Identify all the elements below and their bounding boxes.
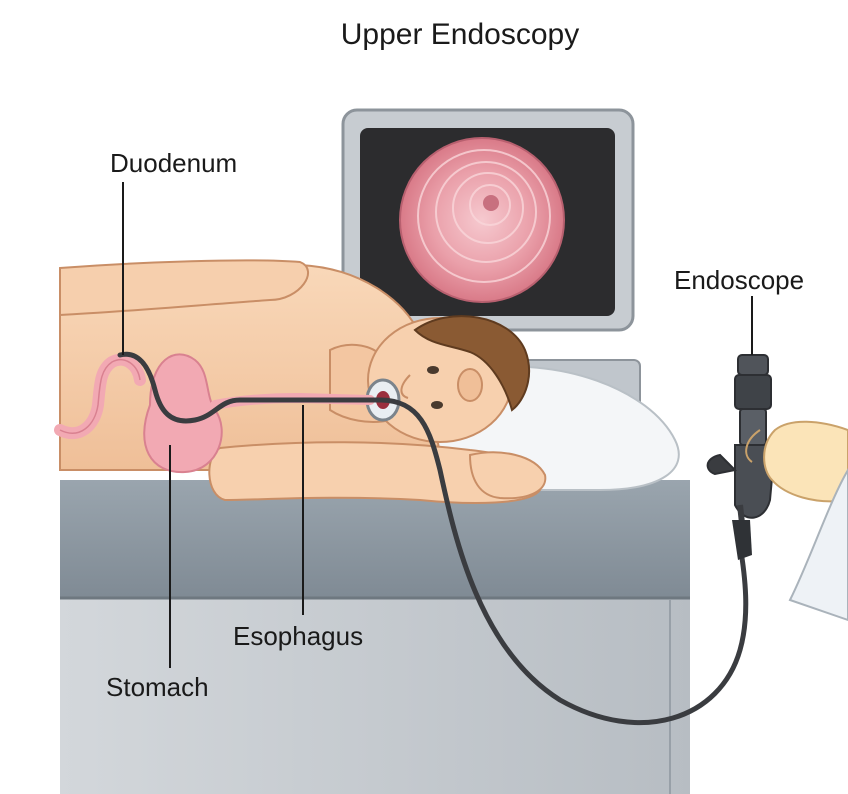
esophagus-label: Esophagus — [233, 621, 363, 651]
duodenum-label: Duodenum — [110, 148, 237, 178]
exam-table — [60, 480, 690, 794]
esophagus-lumen-view — [400, 138, 564, 302]
endoscope-label: Endoscope — [674, 265, 804, 295]
diagram-title: Upper Endoscopy — [341, 18, 579, 51]
stomach-label: Stomach — [106, 672, 209, 702]
